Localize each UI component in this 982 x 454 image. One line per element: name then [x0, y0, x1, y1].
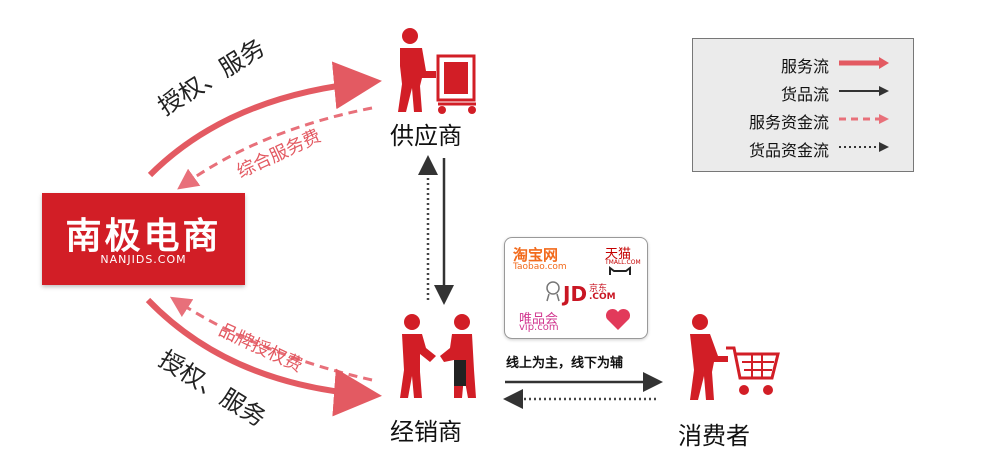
service-fund-arrow-top	[177, 106, 373, 190]
supplier-person-icon	[398, 28, 476, 114]
service-flow-arrow-top	[147, 61, 382, 178]
legend-label: 货品流	[780, 85, 829, 104]
service-flow-arrow-bottom	[145, 297, 382, 417]
vip-logo-text: 唯品会	[519, 312, 559, 327]
tmall-cat-icon	[609, 266, 631, 275]
heart-platform-icon	[605, 308, 631, 330]
jd-cn-text: 京东	[589, 284, 608, 294]
jd-dog-icon	[546, 281, 560, 302]
legend-service-flow-swatch	[839, 57, 889, 69]
vip-domain: vip.com	[519, 322, 559, 333]
legend-service-fund-flow-swatch	[839, 114, 889, 124]
legend-item-goods-fund-flow: 货品资金流	[693, 135, 913, 161]
legend-label: 货品资金流	[748, 141, 829, 160]
distributor-label: 经销商	[390, 418, 462, 446]
consumer-cart-icon	[690, 314, 780, 400]
legend-goods-fund-flow-swatch	[839, 142, 889, 152]
taobao-logo-text: 淘宝网	[513, 246, 559, 264]
tmall-domain: TMALL.COM	[605, 259, 641, 266]
legend-label: 服务流	[780, 57, 829, 76]
taobao-domain: Taobao.com	[513, 262, 567, 272]
legend-label: 服务资金流	[748, 113, 829, 132]
legend-item-service-fund-flow: 服务资金流	[693, 107, 913, 133]
consumer-label: 消费者	[678, 422, 750, 450]
supplier-label: 供应商	[390, 122, 462, 150]
brand-domain: NANJIDS.COM	[100, 253, 187, 266]
legend-goods-flow-swatch	[839, 86, 889, 96]
jd-logo-text: JD	[563, 282, 588, 306]
tmall-logo-text: 天猫	[605, 247, 632, 262]
legend-item-service-flow: 服务流	[693, 51, 913, 77]
distributor-handshake-icon	[400, 314, 476, 398]
brand-name: 南极电商	[65, 216, 222, 257]
legend: 服务流 货品流 服务资金流 货品资金流	[692, 38, 914, 172]
ecommerce-platforms-box: 淘宝网 Taobao.com 天猫 TMALL.COM JD .COM 京东 唯…	[504, 237, 648, 339]
legend-item-goods-flow: 货品流	[693, 79, 913, 105]
jd-com-text: .COM	[589, 292, 616, 302]
brand-logo-box: 南极电商 NANJIDS.COM	[42, 193, 245, 285]
service-fund-arrow-bottom	[169, 296, 373, 382]
channel-note: 线上为主，线下为辅	[506, 356, 624, 371]
